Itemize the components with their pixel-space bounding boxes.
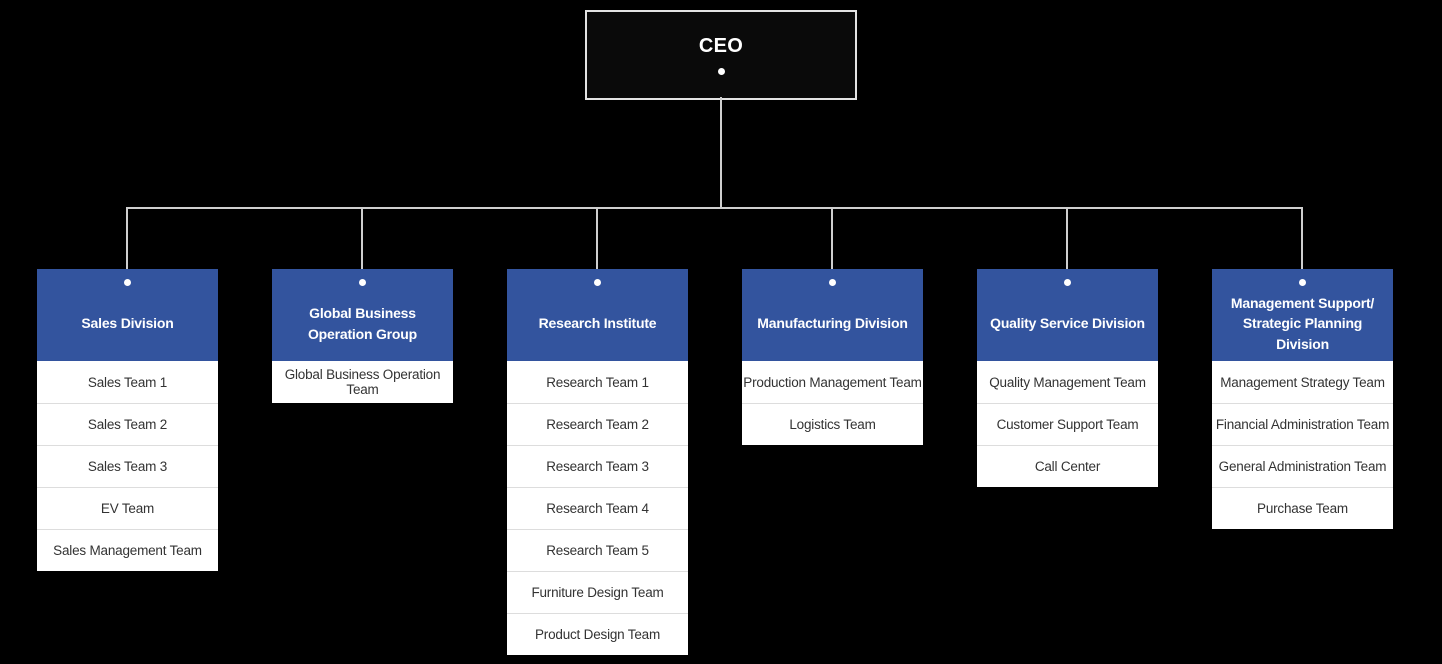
connector-line <box>361 207 363 270</box>
division-header: Manufacturing Division <box>742 269 923 361</box>
division-header: Management Support/ Strategic Planning D… <box>1212 269 1393 361</box>
division-header: Research Institute <box>507 269 688 361</box>
division-title: Research Institute <box>538 315 657 332</box>
connector-line <box>126 207 1303 209</box>
ceo-box: CEO <box>585 10 857 100</box>
team-row: Research Team 4 <box>507 487 688 529</box>
connector-line <box>831 207 833 270</box>
node-dot <box>1064 279 1071 286</box>
team-row: Global Business Operation Team <box>272 361 453 403</box>
team-row: Research Team 3 <box>507 445 688 487</box>
team-row: Sales Team 3 <box>37 445 218 487</box>
division-title: Sales Division <box>81 315 174 332</box>
division-card: Quality Service Division Quality Managem… <box>977 269 1158 487</box>
team-row: Quality Management Team <box>977 361 1158 403</box>
connector-line <box>596 207 598 270</box>
team-row: Logistics Team <box>742 403 923 445</box>
division-title: Global Business Operation Group <box>307 305 417 342</box>
team-row: Financial Administration Team <box>1212 403 1393 445</box>
team-row: Production Management Team <box>742 361 923 403</box>
team-row: General Administration Team <box>1212 445 1393 487</box>
team-row: Purchase Team <box>1212 487 1393 529</box>
division-card: Global Business Operation Group Global B… <box>272 269 453 403</box>
division-header: Sales Division <box>37 269 218 361</box>
ceo-label: CEO <box>698 35 744 57</box>
team-row: EV Team <box>37 487 218 529</box>
division-title: Management Support/ Strategic Planning D… <box>1230 295 1375 352</box>
division-header: Global Business Operation Group <box>272 269 453 361</box>
connector-line <box>1066 207 1068 270</box>
team-row: Management Strategy Team <box>1212 361 1393 403</box>
node-dot <box>359 279 366 286</box>
team-row: Sales Team 2 <box>37 403 218 445</box>
division-card: Management Support/ Strategic Planning D… <box>1212 269 1393 529</box>
division-title: Manufacturing Division <box>757 315 908 332</box>
team-list: Global Business Operation Team <box>272 361 453 403</box>
node-dot <box>124 279 131 286</box>
connector-line <box>1301 207 1303 270</box>
node-dot <box>594 279 601 286</box>
team-row: Research Team 2 <box>507 403 688 445</box>
team-row: Sales Team 1 <box>37 361 218 403</box>
node-dot <box>1299 279 1306 286</box>
division-card: Manufacturing Division Production Manage… <box>742 269 923 445</box>
division-header: Quality Service Division <box>977 269 1158 361</box>
team-row: Research Team 5 <box>507 529 688 571</box>
connector-line <box>720 97 722 209</box>
node-dot <box>829 279 836 286</box>
team-row: Customer Support Team <box>977 403 1158 445</box>
division-title: Quality Service Division <box>990 315 1145 332</box>
team-row: Sales Management Team <box>37 529 218 571</box>
team-row: Call Center <box>977 445 1158 487</box>
team-row: Furniture Design Team <box>507 571 688 613</box>
team-row: Research Team 1 <box>507 361 688 403</box>
team-row: Product Design Team <box>507 613 688 655</box>
connector-line <box>126 207 128 270</box>
node-dot <box>717 68 725 75</box>
